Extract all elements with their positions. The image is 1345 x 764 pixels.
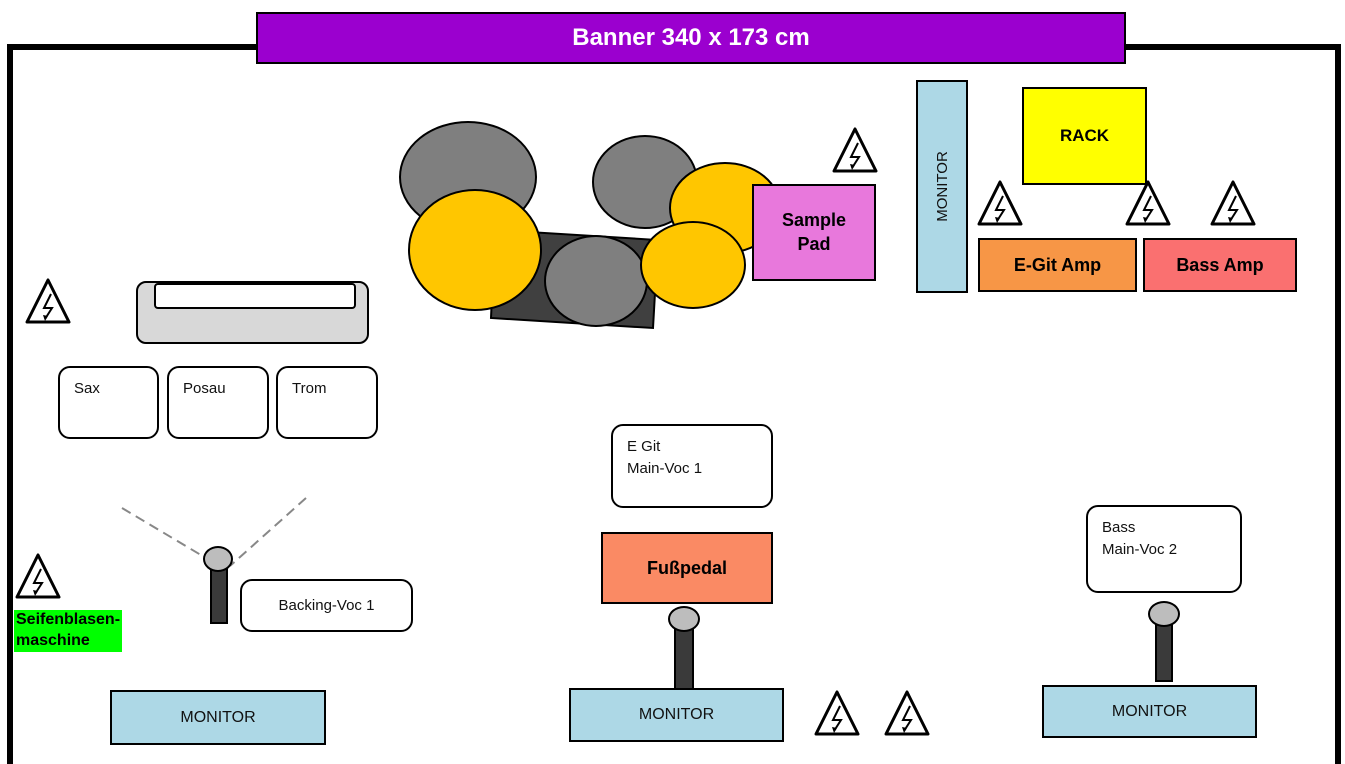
banner-label: Banner 340 x 173 cm (572, 24, 810, 51)
horn-trom: Trom (276, 366, 378, 439)
bubble-machine: Seifenblasen-maschine (14, 610, 123, 652)
monitor-left-label: MONITOR (180, 708, 256, 726)
rack: RACK (1022, 87, 1147, 185)
horn-sax: Sax (58, 366, 159, 439)
position-e-git-line-2: Main-Voc 1 (627, 459, 703, 477)
horn-posau-label: Posau (183, 380, 226, 397)
bass-amp-label: Bass Amp (1176, 254, 1264, 275)
high-voltage-warning-icon (884, 690, 930, 736)
keyboard-keys (154, 283, 356, 309)
horn-sax-label: Sax (74, 380, 100, 397)
bass-amp: Bass Amp (1143, 238, 1297, 292)
drum-kit (399, 121, 781, 330)
banner: Banner 340 x 173 cm (256, 12, 1126, 64)
bubble-machine-line-2: maschine (16, 631, 90, 649)
high-voltage-warning-icon (25, 278, 71, 324)
fusspedal: Fußpedal (601, 532, 773, 604)
fusspedal-label: Fußpedal (647, 557, 727, 578)
sample-pad-line-1: Sample (781, 210, 847, 231)
position-bass-line-1: Bass (1102, 519, 1136, 536)
position-e-git-line-1: E Git (627, 438, 661, 455)
cymbal (640, 221, 746, 309)
high-voltage-warning-icon (1210, 180, 1256, 226)
snare-drum (544, 235, 648, 327)
monitor-center: MONITOR (569, 688, 784, 742)
monitor-right: MONITOR (1042, 685, 1257, 738)
position-backing-voc: Backing-Voc 1 (240, 579, 413, 632)
horn-posau: Posau (167, 366, 269, 439)
high-voltage-warning-icon (15, 553, 61, 599)
monitor-left: MONITOR (110, 690, 326, 745)
rack-label: RACK (1059, 126, 1110, 145)
e-git-amp: E-Git Amp (978, 238, 1137, 292)
horn-trom-label: Trom (292, 380, 327, 397)
bubble-machine-line-1: Seifenblasen- (16, 611, 121, 628)
high-voltage-warning-icon (977, 180, 1023, 226)
sample-pad-line-2: Pad (797, 233, 831, 254)
backing-mic-head-icon (203, 546, 233, 572)
monitor-right-label: MONITOR (1111, 702, 1188, 720)
side-monitor: MONITOR (916, 80, 968, 293)
position-bass-line-2: Main-Voc 2 (1102, 540, 1178, 558)
right-mic-head-icon (1148, 601, 1180, 627)
high-voltage-warning-icon (814, 690, 860, 736)
cymbal (408, 189, 542, 311)
high-voltage-warning-icon (832, 127, 878, 173)
backing-mic-dashes (121, 497, 307, 567)
e-git-amp-label: E-Git Amp (1013, 254, 1102, 275)
high-voltage-warning-icon (1125, 180, 1171, 226)
monitor-center-label: MONITOR (638, 706, 715, 723)
center-mic-head-icon (668, 606, 700, 632)
position-backing-voc-label: Backing-Voc 1 (278, 596, 375, 614)
side-monitor-label: MONITOR (933, 151, 951, 222)
